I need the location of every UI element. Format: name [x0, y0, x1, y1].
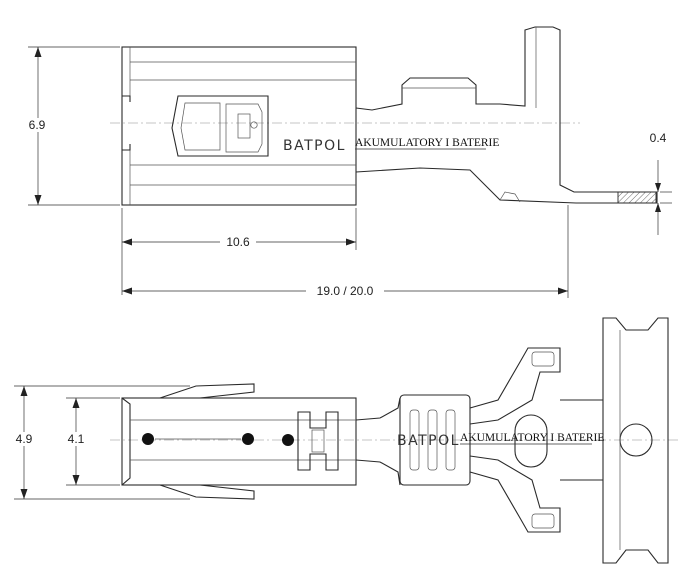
- side-view: [110, 26, 658, 206]
- dim-thickness-label: 0.4: [650, 131, 667, 145]
- side-body: [121, 46, 357, 206]
- dim-width-outer-label: 4.9: [16, 432, 33, 446]
- side-tab-section: [617, 191, 657, 204]
- side-watermark: AKUMULATORY I BATERIE: [355, 137, 499, 149]
- side-brand-label: BATPOL: [283, 138, 346, 154]
- dim-body-length-label: 10.6: [226, 235, 250, 249]
- dimple-3: [282, 434, 294, 446]
- dim-thickness: [655, 160, 672, 235]
- dimple-2: [242, 433, 254, 445]
- top-slot: [514, 414, 548, 468]
- top-body: [121, 397, 357, 486]
- dim-width-inner-label: 4.1: [68, 432, 85, 446]
- dimple-1: [142, 433, 154, 445]
- dim-body-length: [121, 208, 357, 295]
- dim-width-outer: [14, 385, 190, 500]
- top-view: [110, 317, 680, 564]
- top-crimp-barrel: [399, 394, 471, 486]
- dim-total-length-label: 19.0 / 20.0: [317, 284, 374, 298]
- side-transition: [355, 26, 658, 204]
- dim-height-side-label: 6.9: [29, 118, 46, 132]
- top-brand-label: BATPOL: [397, 433, 460, 449]
- top-watermark: AKUMULATORY I BATERIE: [460, 432, 604, 444]
- top-tab: [602, 317, 669, 564]
- side-latch-window: [171, 95, 269, 157]
